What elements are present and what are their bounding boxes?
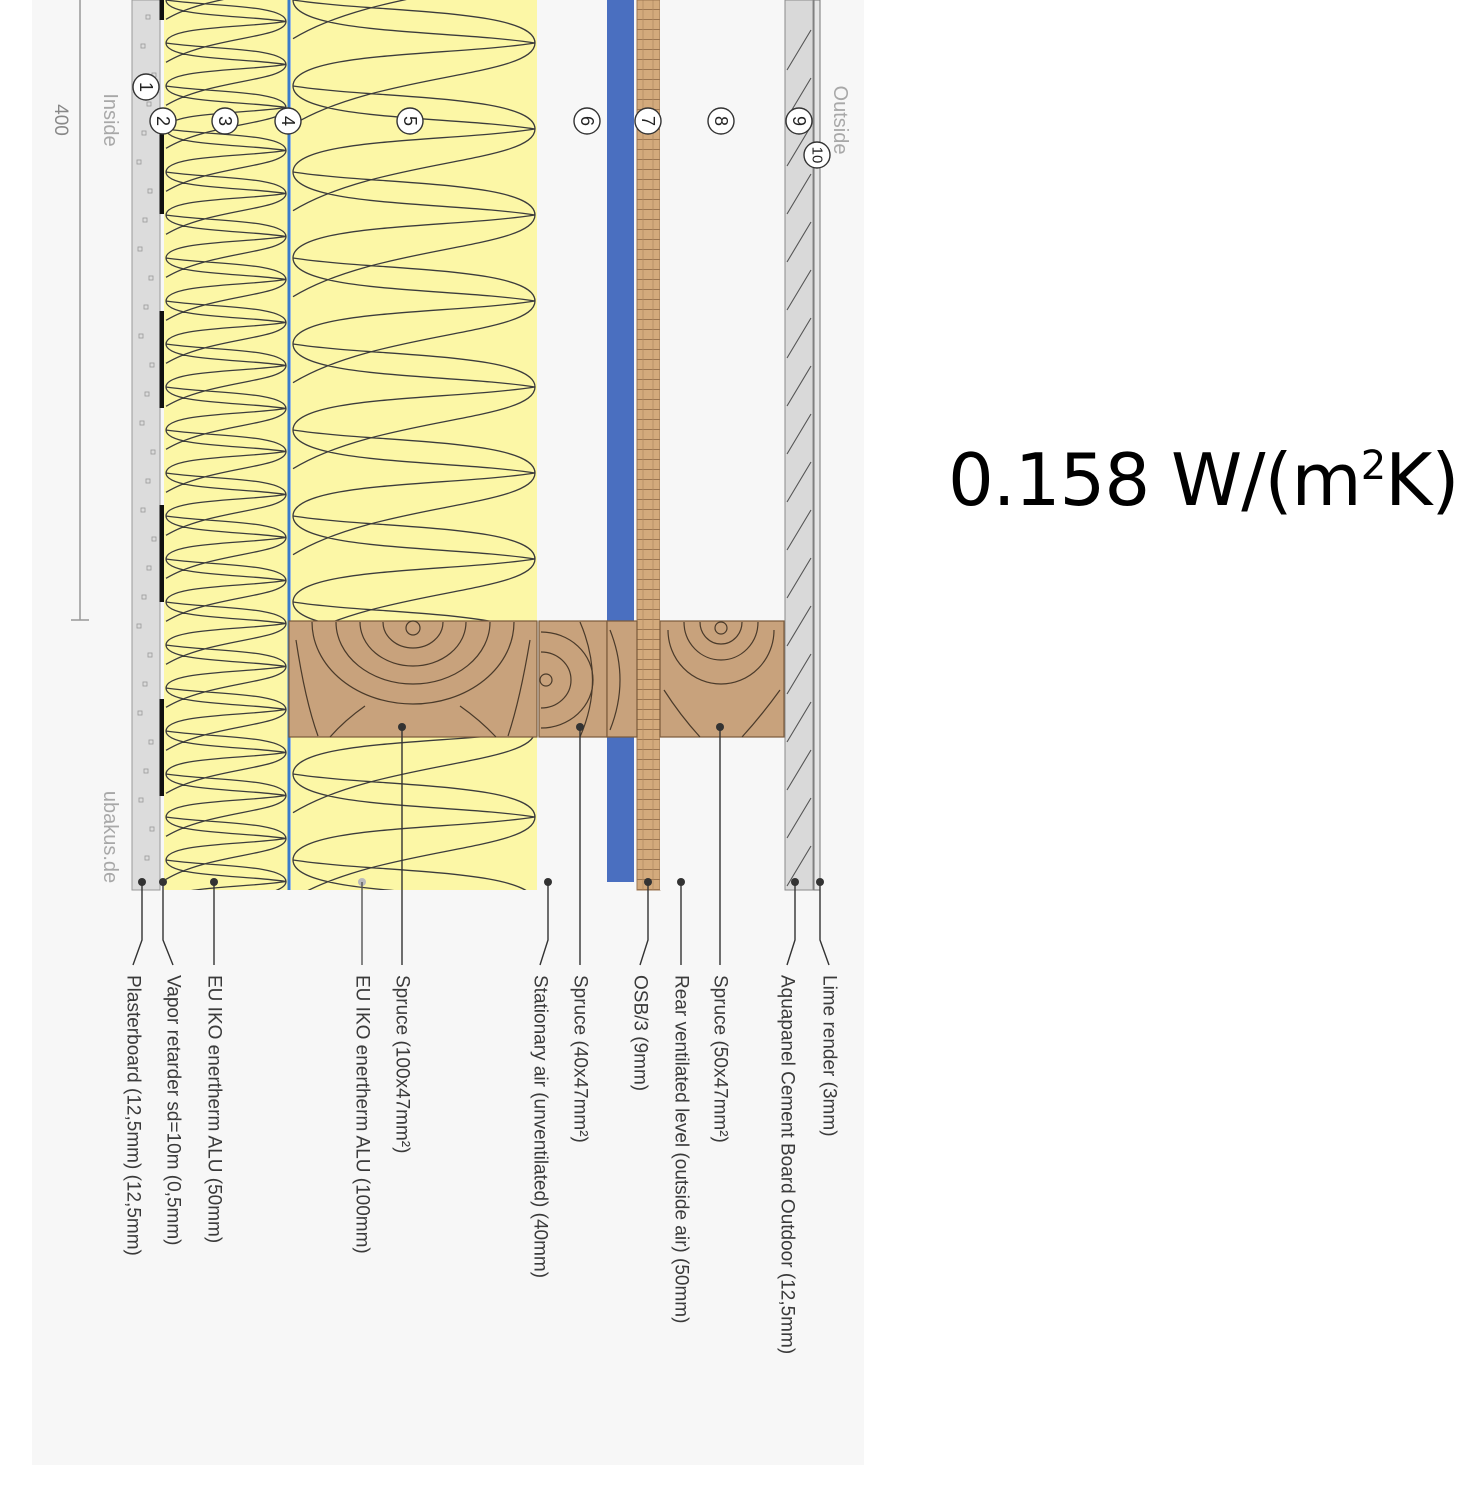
leader-lime-render: [816, 878, 830, 966]
layer-2-marker: 2: [149, 107, 177, 135]
label-lime-render: Lime render (3mm): [819, 975, 840, 1137]
label-insulation-50mm: EU IKO enertherm ALU (50mm): [204, 975, 225, 1243]
leader-rear-ventilated: [677, 878, 685, 965]
svg-text:8: 8: [711, 116, 731, 126]
layer-number-markers: 1 2 3 4 5 6 7 8 9 10: [132, 73, 831, 169]
timber-stud-50x47: [659, 620, 785, 738]
outside-label: Outside: [829, 86, 851, 155]
leader-osb: [639, 878, 652, 966]
layer-1-marker: 1: [132, 73, 160, 101]
leader-plasterboard: [132, 878, 146, 966]
label-spruce-100x47: Spruce (100x47mm²): [392, 975, 413, 1153]
label-vapor-retarder: Vapor retarder sd=10m (0,5mm): [163, 975, 184, 1246]
leader-stationary-air: [539, 878, 552, 966]
layer-10-marker: 10: [803, 141, 831, 169]
u-value-suffix: K): [1385, 438, 1458, 522]
svg-text:3: 3: [215, 116, 235, 126]
layer-9-marker: 9: [785, 107, 813, 135]
label-spruce-40x47: Spruce (40x47mm²): [570, 975, 591, 1143]
leader-spruce-40x47: [576, 723, 584, 965]
layer-5-marker: 5: [396, 107, 424, 135]
label-rear-ventilated: Rear ventilated level (outside air) (50m…: [671, 975, 692, 1323]
inside-label: Inside: [99, 93, 121, 146]
leader-insulation-100mm: [358, 878, 366, 965]
svg-text:2: 2: [153, 116, 173, 126]
timber-stud-40x47: [538, 620, 638, 738]
svg-text:6: 6: [577, 116, 597, 126]
layer-lime-render: [813, 0, 821, 891]
svg-text:1: 1: [136, 82, 156, 92]
label-plasterboard: Plasterboard (12,5mm) (12,5mm): [123, 975, 144, 1256]
label-spruce-50x47: Spruce (50x47mm²): [710, 975, 731, 1143]
layer-blue-membrane: [607, 0, 634, 882]
svg-text:4: 4: [278, 116, 298, 126]
leader-vapor-retarder: [159, 878, 174, 966]
u-value-exponent: 2: [1360, 443, 1386, 489]
insulation-pattern-small: [165, 0, 287, 890]
watermark: ubakus.de: [99, 791, 121, 883]
layer-8-marker: 8: [707, 107, 735, 135]
layer-4-marker: 4: [274, 107, 302, 135]
svg-text:5: 5: [400, 116, 420, 126]
layer-rear-ventilated: [660, 0, 784, 890]
label-stationary-air: Stationary air (unventilated) (40mm): [530, 975, 551, 1278]
layer-6-marker: 6: [573, 107, 601, 135]
svg-text:9: 9: [789, 116, 809, 126]
u-value-number: 0.158 W/(m: [948, 438, 1362, 522]
u-value: 0.158 W/(m2K): [948, 438, 1458, 522]
leader-lines: [132, 723, 830, 966]
layer-labels: Plasterboard (12,5mm) (12,5mm) Vapor reta…: [123, 975, 840, 1354]
leader-spruce-50x47: [716, 723, 724, 965]
label-insulation-100mm: EU IKO enertherm ALU (100mm): [352, 975, 373, 1254]
cement-hatch: [786, 29, 812, 887]
leader-spruce-100x47: [398, 723, 406, 965]
layer-7-marker: 7: [634, 107, 662, 135]
svg-text:7: 7: [638, 116, 658, 126]
scale-label: 400: [50, 104, 71, 136]
layer-plasterboard: [131, 0, 161, 891]
plaster-texture: [136, 14, 157, 861]
label-osb: OSB/3 (9mm): [630, 975, 651, 1091]
timber-stud-100x47: [288, 620, 538, 738]
layer-stationary-air: [537, 0, 607, 890]
svg-text:10: 10: [809, 147, 826, 164]
layer-3-marker: 3: [211, 107, 239, 135]
label-cement-board: Aquapanel Cement Board Outdoor (12,5mm): [777, 975, 798, 1354]
leader-insulation-50mm: [210, 878, 218, 965]
leader-cement-board: [786, 878, 799, 966]
